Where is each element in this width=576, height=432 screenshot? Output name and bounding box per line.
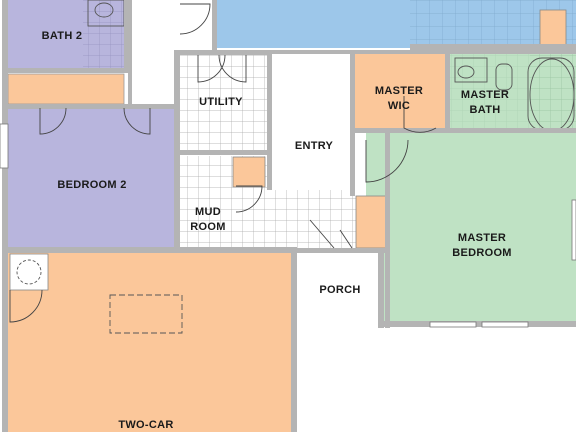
master-bedroom-room	[366, 132, 576, 322]
porch-area	[296, 252, 378, 328]
master-closet	[355, 195, 387, 249]
label-master-bedroom-line2: BEDROOM	[452, 247, 512, 259]
label-entry: ENTRY	[295, 140, 334, 152]
entry-room	[272, 54, 352, 190]
label-master-wic-line1: MASTER	[375, 85, 423, 97]
label-two-car: TWO-CAR	[118, 419, 173, 431]
label-master-bath-line2: BATH	[470, 104, 501, 116]
windows	[0, 123, 576, 328]
master-wic-room	[354, 54, 446, 128]
label-mud-room-line2: ROOM	[190, 221, 225, 233]
bedroom2-room	[8, 108, 174, 248]
label-master-bath-line1: MASTER	[461, 89, 509, 101]
label-mud-room-line1: MUD	[195, 206, 221, 218]
attic-access	[109, 294, 183, 334]
mud-bench	[232, 156, 266, 188]
water-heater	[9, 253, 49, 291]
label-porch: PORCH	[319, 284, 360, 296]
label-bath2: BATH 2	[42, 30, 83, 42]
garage-room	[8, 252, 292, 432]
label-master-bedroom-line1: MASTER	[458, 232, 506, 244]
doors	[9, 3, 437, 323]
label-bedroom2: BEDROOM 2	[57, 179, 126, 191]
top-right-wic	[539, 9, 567, 49]
bath2-counter	[7, 73, 125, 105]
label-master-wic-line2: WIC	[388, 100, 410, 112]
label-utility: UTILITY	[199, 96, 243, 108]
